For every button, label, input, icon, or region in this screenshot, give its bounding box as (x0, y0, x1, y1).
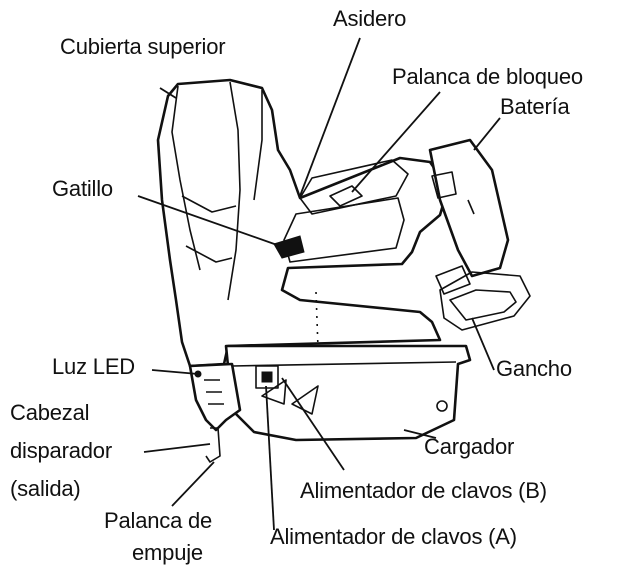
label-led-light: Luz LED (52, 354, 135, 379)
label-head-line2: disparador (10, 438, 112, 463)
label-top-cover: Cubierta superior (60, 34, 226, 59)
battery-pack (428, 138, 510, 278)
magazine-shape (224, 344, 472, 442)
label-trigger: Gatillo (52, 176, 113, 201)
label-push-lever-line2: empuje (132, 540, 203, 565)
nose-shape (188, 362, 242, 432)
trigger-shape (273, 235, 305, 259)
hook-shape (439, 271, 531, 331)
label-handle: Asidero (333, 6, 407, 31)
label-battery: Batería (500, 94, 570, 119)
label-head-line1: Cabezal (10, 400, 90, 425)
label-magazine: Cargador (424, 434, 515, 459)
label-lock-lever: Palanca de bloqueo (392, 64, 583, 89)
label-hook: Gancho (496, 356, 572, 381)
push-lever-shape (205, 427, 221, 463)
label-feeder-b: Alimentador de clavos (B) (300, 478, 547, 503)
label-feeder-a: Alimentador de clavos (A) (270, 524, 517, 549)
tool-body (156, 78, 450, 368)
label-head-line3: (salida) (10, 476, 81, 501)
label-push-lever-line1: Palanca de (104, 508, 213, 533)
